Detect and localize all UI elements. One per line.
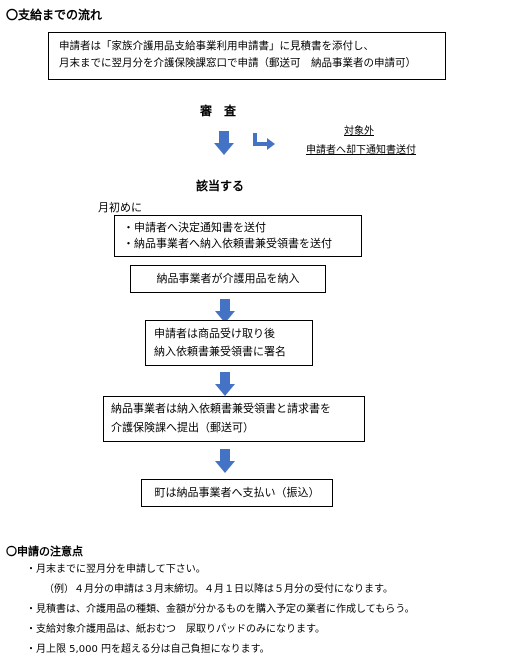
note-item: ・支給対象介護用品は、紙おむつ 尿取りパッドのみになります。	[26, 624, 325, 635]
signature-step-line1: 申請者は商品受け取り後	[154, 327, 275, 340]
down-arrow-icon	[215, 299, 235, 323]
note-item: ・月末までに翌月分を申請して下さい。	[26, 564, 206, 575]
note-item: ・月上限 5,000 円を超える分は自己負担になります。	[26, 644, 270, 655]
signature-step-box: 申請者は商品受け取り後 納入依頼書兼受領書に署名	[145, 320, 313, 366]
flow-section-title: 〇支給までの流れ	[6, 8, 103, 22]
note-item: （例）４月分の申請は３月末締切。４月１日以降は５月分の受付になります。	[44, 584, 393, 595]
notification-step-line2: ・納品事業者へ納入依頼書兼受領書を送付	[123, 237, 332, 250]
notes-section-title: 〇申請の注意点	[6, 545, 83, 558]
delivery-step-text: 納品事業者が介護用品を納入	[156, 272, 300, 285]
approved-label: 該当する	[196, 179, 245, 193]
note-item: ・見積書は、介護用品の種類、金額が分かるものを購入予定の業者に作成してもらう。	[26, 604, 415, 615]
delivery-step-box: 納品事業者が介護用品を納入	[130, 265, 326, 293]
notes-list: ・月末までに翌月分を申請して下さい。 （例）４月分の申請は３月末締切。４月１日以…	[26, 560, 415, 660]
review-label: 審 査	[200, 104, 237, 118]
rejected-action: 申請者へ却下通知書送付	[306, 145, 416, 156]
application-step-line1: 申請者は「家族介護用品支給事業利用申請書」に見積書を添付し、	[59, 40, 374, 52]
notification-step-line1: ・申請者へ決定通知書を送付	[123, 221, 266, 234]
month-start-label: 月初めに	[98, 201, 142, 214]
rejected-label: 対象外	[344, 126, 374, 137]
payment-step-box: 町は納品事業者へ支払い（振込）	[141, 479, 333, 507]
application-step-box: 申請者は「家族介護用品支給事業利用申請書」に見積書を添付し、 月末までに翌月分を…	[48, 32, 446, 80]
down-arrow-icon	[214, 131, 234, 155]
down-arrow-icon	[215, 372, 235, 396]
signature-step-line2: 納入依頼書兼受領書に署名	[154, 345, 286, 358]
submission-step-box: 納品事業者は納入依頼書兼受領書と請求書を 介護保険課へ提出（郵送可）	[103, 396, 365, 442]
down-arrow-icon	[215, 449, 235, 473]
elbow-arrow-icon	[253, 133, 275, 150]
application-step-line2: 月末までに翌月分を介護保険課窓口で申請（郵送可 納品事業者の申請可）	[59, 57, 416, 69]
notification-step-box: ・申請者へ決定通知書を送付 ・納品事業者へ納入依頼書兼受領書を送付	[114, 215, 362, 257]
submission-step-line2: 介護保険課へ提出（郵送可）	[111, 421, 254, 434]
submission-step-line1: 納品事業者は納入依頼書兼受領書と請求書を	[111, 402, 331, 415]
payment-step-text: 町は納品事業者へ支払い（振込）	[154, 486, 320, 499]
